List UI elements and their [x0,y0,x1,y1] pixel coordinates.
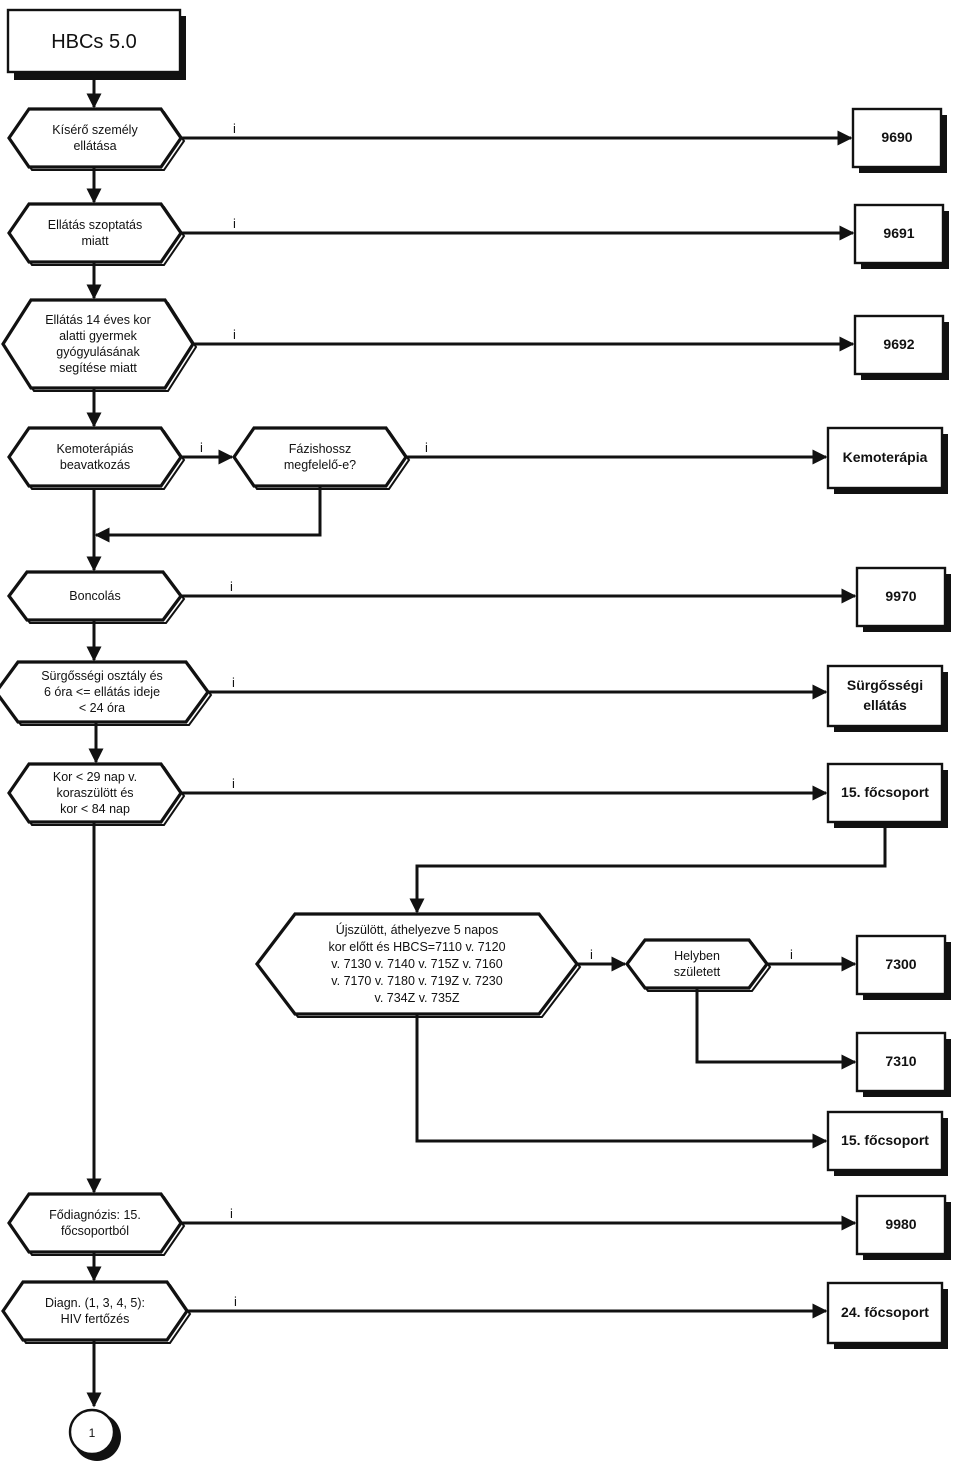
outcome-o9690: 9690 [851,107,947,173]
outcome-o7300-line: 7300 [885,956,916,972]
yes-label: i [232,776,235,791]
flow-arrow [94,486,322,543]
outcome-kemoterapia: Kemoterápia [826,426,948,494]
decision-kor-line: kor < 84 nap [60,802,130,816]
decision-helyben-line: Helyben [674,949,720,963]
outcome-focsoport24-line: 24. főcsoport [841,1304,929,1320]
connector-label: 1 [89,1426,96,1440]
decision-kemo-beav: Kemoterápiás beavatkozás [7,426,186,490]
decision-ujszulott-line: kor előtt és HBCS=7110 v. 7120 [328,940,505,954]
decision-gyermek-line: gyógyulásának [56,345,140,359]
yes-label: i [232,675,235,690]
decision-fazis-line: Fázishossz [289,442,352,456]
flow-arrow [695,988,857,1070]
yes-label: i [230,1206,233,1221]
decision-kor-line: Kor < 29 nap v. [53,770,137,784]
decision-surgossegi: Sürgősségi osztály és 6 óra <= ellátás id… [0,660,213,726]
outcome-surgossegi-ellatas: Sürgősségi ellátás [826,664,948,732]
decision-surgossegi-line: 6 óra <= ellátás ideje [44,685,160,699]
outcome-focsoport24: 24. főcsoport [826,1281,948,1349]
yes-label: i [234,1294,237,1309]
outcome-kemoterapia-line: Kemoterápia [843,449,928,465]
decision-boncolas: Boncolás [7,570,186,624]
outcome-o9692: 9692 [853,314,949,380]
decision-fazis: Fázishossz megfelelő-e? [232,426,411,490]
outcome-focsoport15-b-line: 15. főcsoport [841,1132,929,1148]
yes-label: i [233,327,236,342]
decision-gyermek-line: alatti gyermek [59,329,138,343]
flow-arrow [409,828,887,914]
decision-ujszulott: Újszülött, áthelyezve 5 napos kor előtt é… [254,912,582,1018]
decision-szoptatas-line: Ellátás szoptatás [48,218,143,232]
yes-label: i [790,947,793,962]
yes-label: i [233,216,236,231]
decision-helyben-line: született [674,965,721,979]
decision-fodiag-line: főcsoportból [61,1224,129,1238]
outcome-o7300: 7300 [855,934,951,1000]
decision-kemo-beav-line: Kemoterápiás [56,442,133,456]
outcome-o7310: 7310 [855,1031,951,1097]
outcome-surgossegi-ellatas-line: ellátás [863,697,907,713]
decision-boncolas-line: Boncolás [69,589,120,603]
outcome-o9691-line: 9691 [883,225,914,241]
title-box: HBCs 5.0 [6,8,186,80]
decision-fodiag-line: Fődiagnózis: 15. [49,1208,141,1222]
decision-surgossegi-line: < 24 óra [79,701,125,715]
outcome-focsoport15-b: 15. főcsoport [826,1110,948,1176]
title-text: HBCs 5.0 [51,31,137,53]
decision-ujszulott-line: v. 734Z v. 735Z [375,991,460,1005]
decision-kemo-beav-line: beavatkozás [60,458,130,472]
decision-kor: Kor < 29 nap v. koraszülött és kor < 84 na… [7,762,186,826]
yes-label: i [200,440,203,455]
decision-szoptatas: Ellátás szoptatás miatt [7,202,186,266]
yes-label: i [233,121,236,136]
decision-kisero-line: Kísérő személy [52,123,138,137]
outcome-o9691: 9691 [853,203,949,269]
yes-label: i [230,579,233,594]
decision-gyermek-line: Ellátás 14 éves kor [45,313,151,327]
decision-fodiag: Fődiagnózis: 15. főcsoportból [7,1192,186,1256]
decision-gyermek: Ellátás 14 éves kor alatti gyermek gyógyul… [1,298,198,392]
decision-kisero-line: ellátása [73,139,116,153]
decision-szoptatas-line: miatt [81,234,109,248]
decision-helyben: Helyben született [625,938,772,992]
outcome-o9970: 9970 [855,566,951,632]
outcome-o9980: 9980 [855,1194,951,1260]
outcome-focsoport15-a-line: 15. főcsoport [841,784,929,800]
outcome-o9970-line: 9970 [885,588,916,604]
outcome-focsoport15-a: 15. főcsoport [826,762,948,828]
decision-ujszulott-line: v. 7130 v. 7140 v. 715Z v. 7160 [331,957,502,971]
decision-kor-line: koraszülött és [56,786,133,800]
decision-ujszulott-line: Újszülött, áthelyezve 5 napos [336,922,499,937]
decision-fazis-line: megfelelő-e? [284,458,356,472]
decision-hiv-line: Diagn. (1, 3, 4, 5): [45,1296,145,1310]
yes-label: i [590,947,593,962]
decision-hiv: Diagn. (1, 3, 4, 5): HIV fertőzés [1,1280,192,1344]
decision-ujszulott-line: v. 7170 v. 7180 v. 719Z v. 7230 [331,974,502,988]
outcome-o9690-line: 9690 [881,129,912,145]
decision-hiv-line: HIV fertőzés [61,1312,130,1326]
continuation-connector: 1 [68,1408,121,1461]
connector-lines [86,72,887,1408]
decision-kisero: Kísérő személy ellátása [7,107,186,171]
outcome-surgossegi-ellatas-line: Sürgősségi [847,677,923,693]
decision-surgossegi-line: Sürgősségi osztály és [41,669,163,683]
outcome-o9692-line: 9692 [883,336,914,352]
outcome-o7310-line: 7310 [885,1053,916,1069]
outcome-o9980-line: 9980 [885,1216,916,1232]
yes-label: i [425,440,428,455]
flow-arrow [415,1014,828,1149]
yes-labels: i i i i i i i i i i i i [200,121,793,1309]
decision-gyermek-line: segítése miatt [59,361,137,375]
